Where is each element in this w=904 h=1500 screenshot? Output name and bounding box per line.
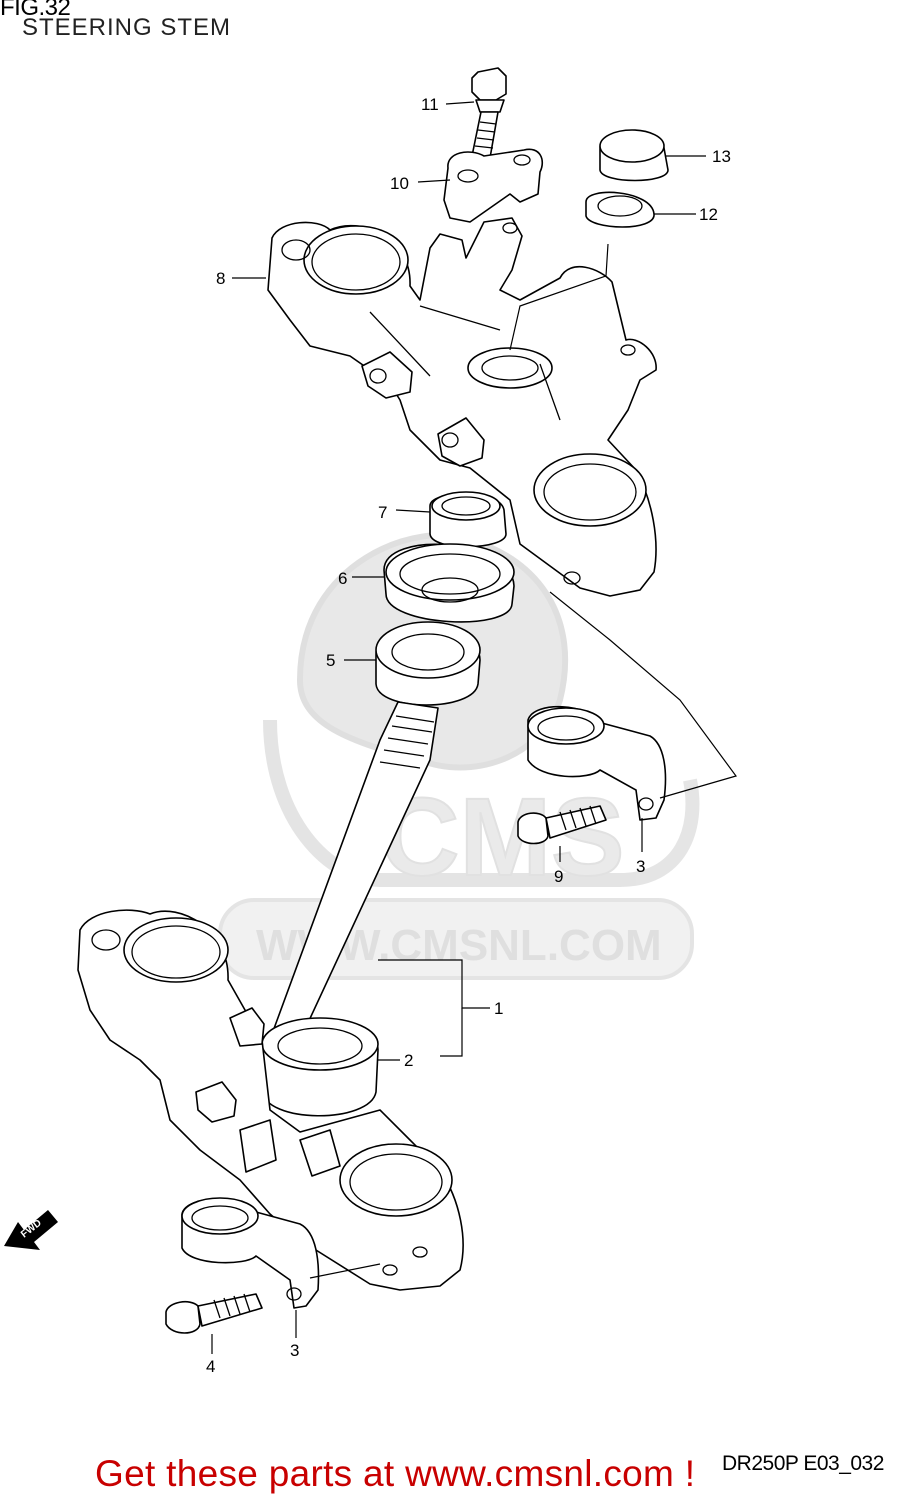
part-5-bearing <box>375 621 481 706</box>
part-11-bolt <box>471 67 507 159</box>
fwd-arrow-icon: FWD <box>4 1210 58 1250</box>
part-10-handlebar-holder <box>443 148 544 223</box>
diagram-reference-code: DR250P E03_032 <box>722 1452 884 1475</box>
callout-4: 4 <box>206 1357 215 1376</box>
parts-store-link[interactable]: Get these parts at www.cmsnl.com ! <box>95 1453 696 1494</box>
part-3-clamp-lower <box>181 1197 320 1309</box>
callout-3-lower: 3 <box>290 1341 299 1360</box>
part-3-clamp-upper <box>527 705 667 821</box>
part-6-dust-seal <box>383 543 515 623</box>
callout-labels: 11 10 13 12 8 7 6 5 1 2 9 3 3 4 <box>206 95 731 1376</box>
callout-11: 11 <box>421 95 439 114</box>
part-4-bolt <box>165 1293 263 1334</box>
callout-3-upper: 3 <box>636 857 645 876</box>
diagram-title: STEERING STEM <box>22 14 232 41</box>
callout-8: 8 <box>216 269 225 288</box>
part-2-lower-bearing <box>261 1017 379 1117</box>
lower-bracket <box>77 909 464 1291</box>
callout-7: 7 <box>378 503 387 522</box>
callout-9: 9 <box>554 867 563 886</box>
callout-1: 1 <box>494 999 503 1018</box>
leader-lines <box>211 101 737 1354</box>
callout-2: 2 <box>404 1051 413 1070</box>
figure-number: FIG.32 <box>0 0 71 21</box>
callout-13: 13 <box>712 147 731 166</box>
watermark-cms-text: CMS <box>380 776 624 899</box>
part-12-washer <box>585 191 655 228</box>
callout-10: 10 <box>390 174 409 193</box>
part-7-lock-nut <box>429 491 507 548</box>
callout-6: 6 <box>338 569 347 588</box>
callout-5: 5 <box>326 651 335 670</box>
callout-12: 12 <box>699 205 718 224</box>
part-9-bolt <box>517 805 607 845</box>
part-8-upper-bracket <box>267 217 657 597</box>
part-13-cap <box>599 129 669 182</box>
